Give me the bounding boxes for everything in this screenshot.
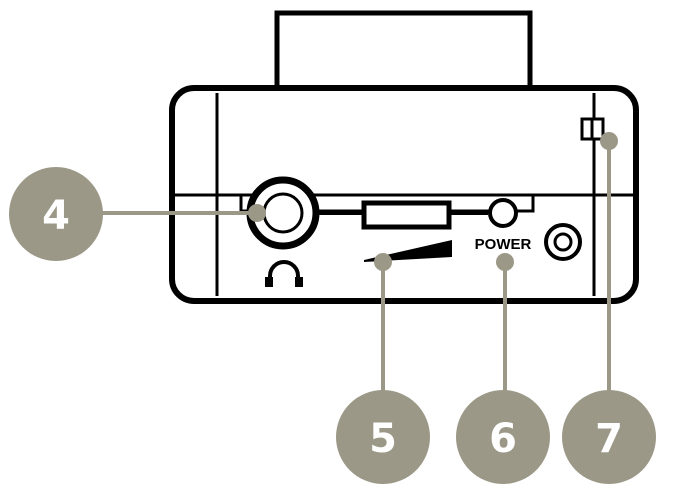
leader-dot-7 — [600, 132, 618, 150]
volume-slider[interactable] — [361, 200, 452, 230]
power-button-inner — [553, 232, 573, 252]
power-led — [488, 198, 518, 228]
callout-5: 5 — [336, 390, 430, 484]
callout-5-number: 5 — [369, 416, 397, 462]
power-label: POWER — [475, 236, 532, 253]
leader-dot-4 — [248, 204, 266, 222]
callout-7-number: 7 — [595, 416, 623, 462]
belt-clip — [274, 10, 533, 96]
leader-dot-5 — [374, 253, 392, 271]
callout-4-number: 4 — [42, 193, 70, 239]
callout-4: 4 — [9, 167, 103, 261]
headphone-icon — [265, 260, 303, 287]
control-strip — [239, 193, 535, 213]
leader-dot-6 — [496, 253, 514, 271]
headphone-jack-inner — [262, 192, 304, 234]
callout-6: 6 — [456, 390, 550, 484]
callout-7: 7 — [562, 390, 656, 484]
callout-6-number: 6 — [489, 416, 517, 462]
